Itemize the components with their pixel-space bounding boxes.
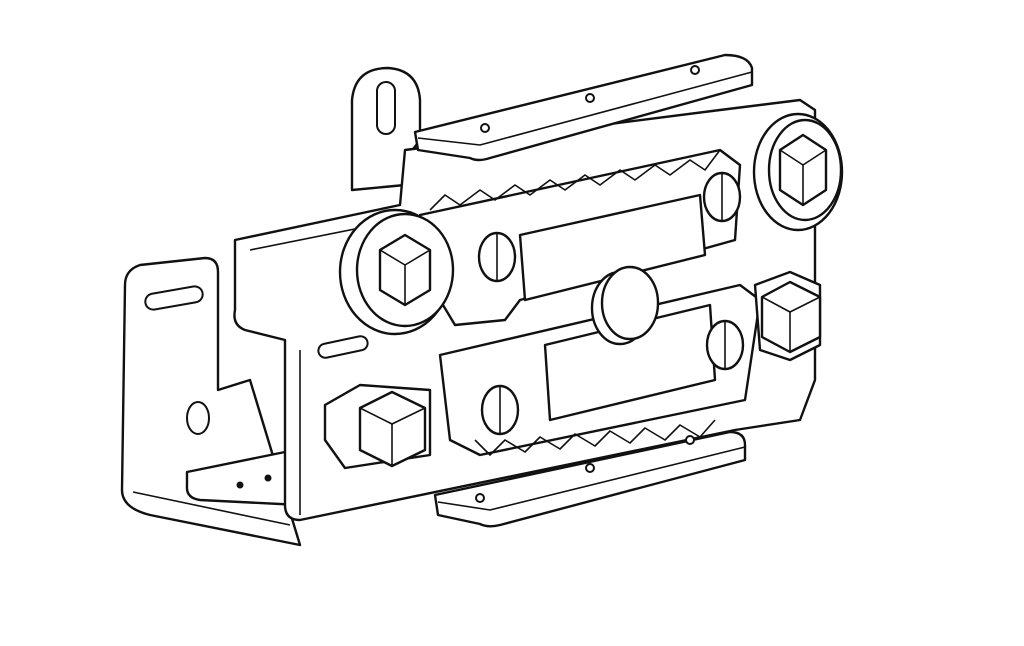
bar-hole: [585, 93, 595, 103]
pin-icon: [702, 171, 742, 223]
lower-right-bolt: [753, 270, 822, 362]
lower-left-bolt: [323, 383, 432, 470]
hex-bolt-icon: [760, 280, 822, 354]
bracket-slot: [144, 285, 204, 311]
bottom-mounting-bar: [433, 430, 747, 528]
bar-hole: [685, 435, 695, 445]
pins: [477, 171, 745, 436]
bar-hole: [585, 463, 595, 473]
bracket-hole: [186, 401, 210, 435]
center-knob: [590, 265, 660, 346]
bar-hole: [480, 123, 490, 133]
upper-rack-window: [518, 193, 707, 302]
pin-icon: [705, 319, 745, 371]
pin-icon: [477, 231, 517, 283]
upper-right-bolt: [752, 112, 844, 232]
pin-icon: [480, 384, 520, 436]
upper-left-bolt: [338, 208, 455, 336]
top-mounting-bar: [413, 53, 754, 162]
tab-slot: [376, 81, 396, 135]
bar-hole: [690, 65, 700, 75]
frame-slot: [317, 335, 369, 359]
bar-hole: [475, 493, 485, 503]
